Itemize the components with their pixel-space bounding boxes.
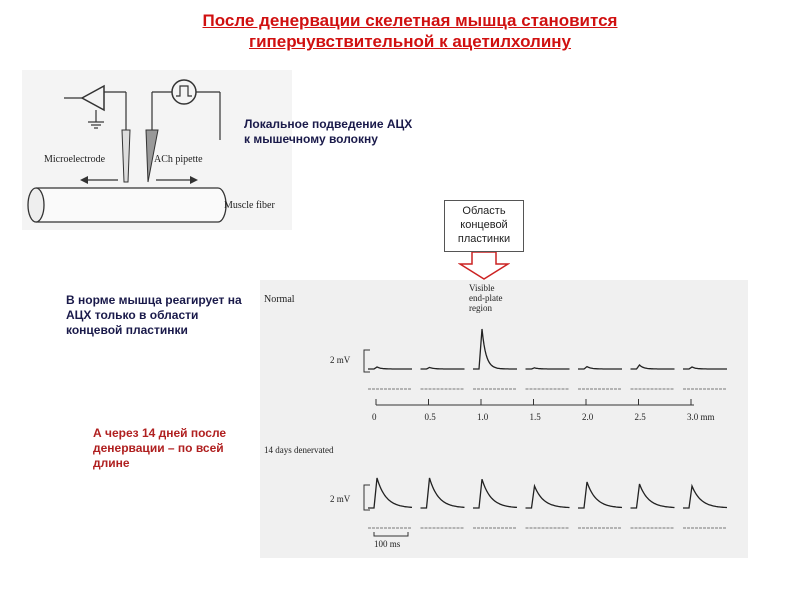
response-trace <box>420 477 465 509</box>
axis-tick-label: 3.0 mm <box>687 412 715 422</box>
response-trace <box>473 478 518 509</box>
response-trace <box>683 483 727 509</box>
microelectrode-label: Microelectrode <box>44 154 106 165</box>
microelectrode-icon <box>121 129 131 183</box>
axis-tick-label: 2.5 <box>635 412 647 422</box>
note-local: Локальное подведение АЦХ к мышечному вол… <box>244 117 413 146</box>
response-trace <box>525 483 570 509</box>
scale-mv-top: 2 mV <box>330 355 351 365</box>
response-trace <box>683 366 727 370</box>
scale-mv-bottom: 2 mV <box>330 494 351 504</box>
recording-figure: Normal Visible end-plate region 2 mV 14 … <box>260 280 748 558</box>
axis-tick-label: 1.5 <box>530 412 542 422</box>
pipette-label: ACh pipette <box>154 154 203 165</box>
pipette-icon <box>145 129 159 183</box>
time-scale-label: 100 ms <box>374 539 401 549</box>
axis-tick-label: 0.5 <box>425 412 437 422</box>
response-trace <box>525 367 570 370</box>
fiber-label: Muscle fiber <box>224 200 275 211</box>
title-line-1: После денервации скелетная мышца станови… <box>202 11 618 30</box>
normal-label: Normal <box>264 294 295 305</box>
visible-label-3: region <box>469 303 492 313</box>
axis-tick-label: 0 <box>372 412 377 422</box>
axis-tick-label: 2.0 <box>582 412 594 422</box>
response-trace <box>420 366 465 370</box>
response-trace <box>578 481 623 509</box>
note-denervated: А через 14 дней после денервации – по вс… <box>93 426 227 470</box>
axis-tick-label: 1.0 <box>477 412 489 422</box>
muscle-fiber-icon <box>36 187 227 223</box>
visible-label-2: end-plate <box>469 293 502 303</box>
response-trace <box>368 366 412 370</box>
callout-arrow-icon <box>458 252 510 280</box>
visible-label-1: Visible <box>469 283 494 293</box>
response-trace <box>578 365 622 370</box>
slide-title: После денервации скелетная мышца станови… <box>110 10 710 52</box>
amplifier-icon <box>80 84 105 112</box>
title-line-2: гиперчувствительной к ацетилхолину <box>248 32 571 51</box>
denervated-traces <box>368 477 727 529</box>
response-trace <box>473 328 517 370</box>
note-normal: В норме мышца реагирует на АЦХ только в … <box>66 293 242 337</box>
callout-endplate: Область концевой пластинки <box>444 200 524 252</box>
response-trace <box>630 483 675 509</box>
setup-diagram: Microelectrode ACh pipette Muscle fiber <box>22 70 292 230</box>
response-trace <box>630 364 675 370</box>
normal-traces <box>368 328 727 390</box>
axis-ticks: 0 0.5 1.0 1.5 2.0 2.5 3.0 mm <box>372 399 715 422</box>
denervated-label: 14 days denervated <box>264 445 334 455</box>
response-trace <box>368 477 413 509</box>
